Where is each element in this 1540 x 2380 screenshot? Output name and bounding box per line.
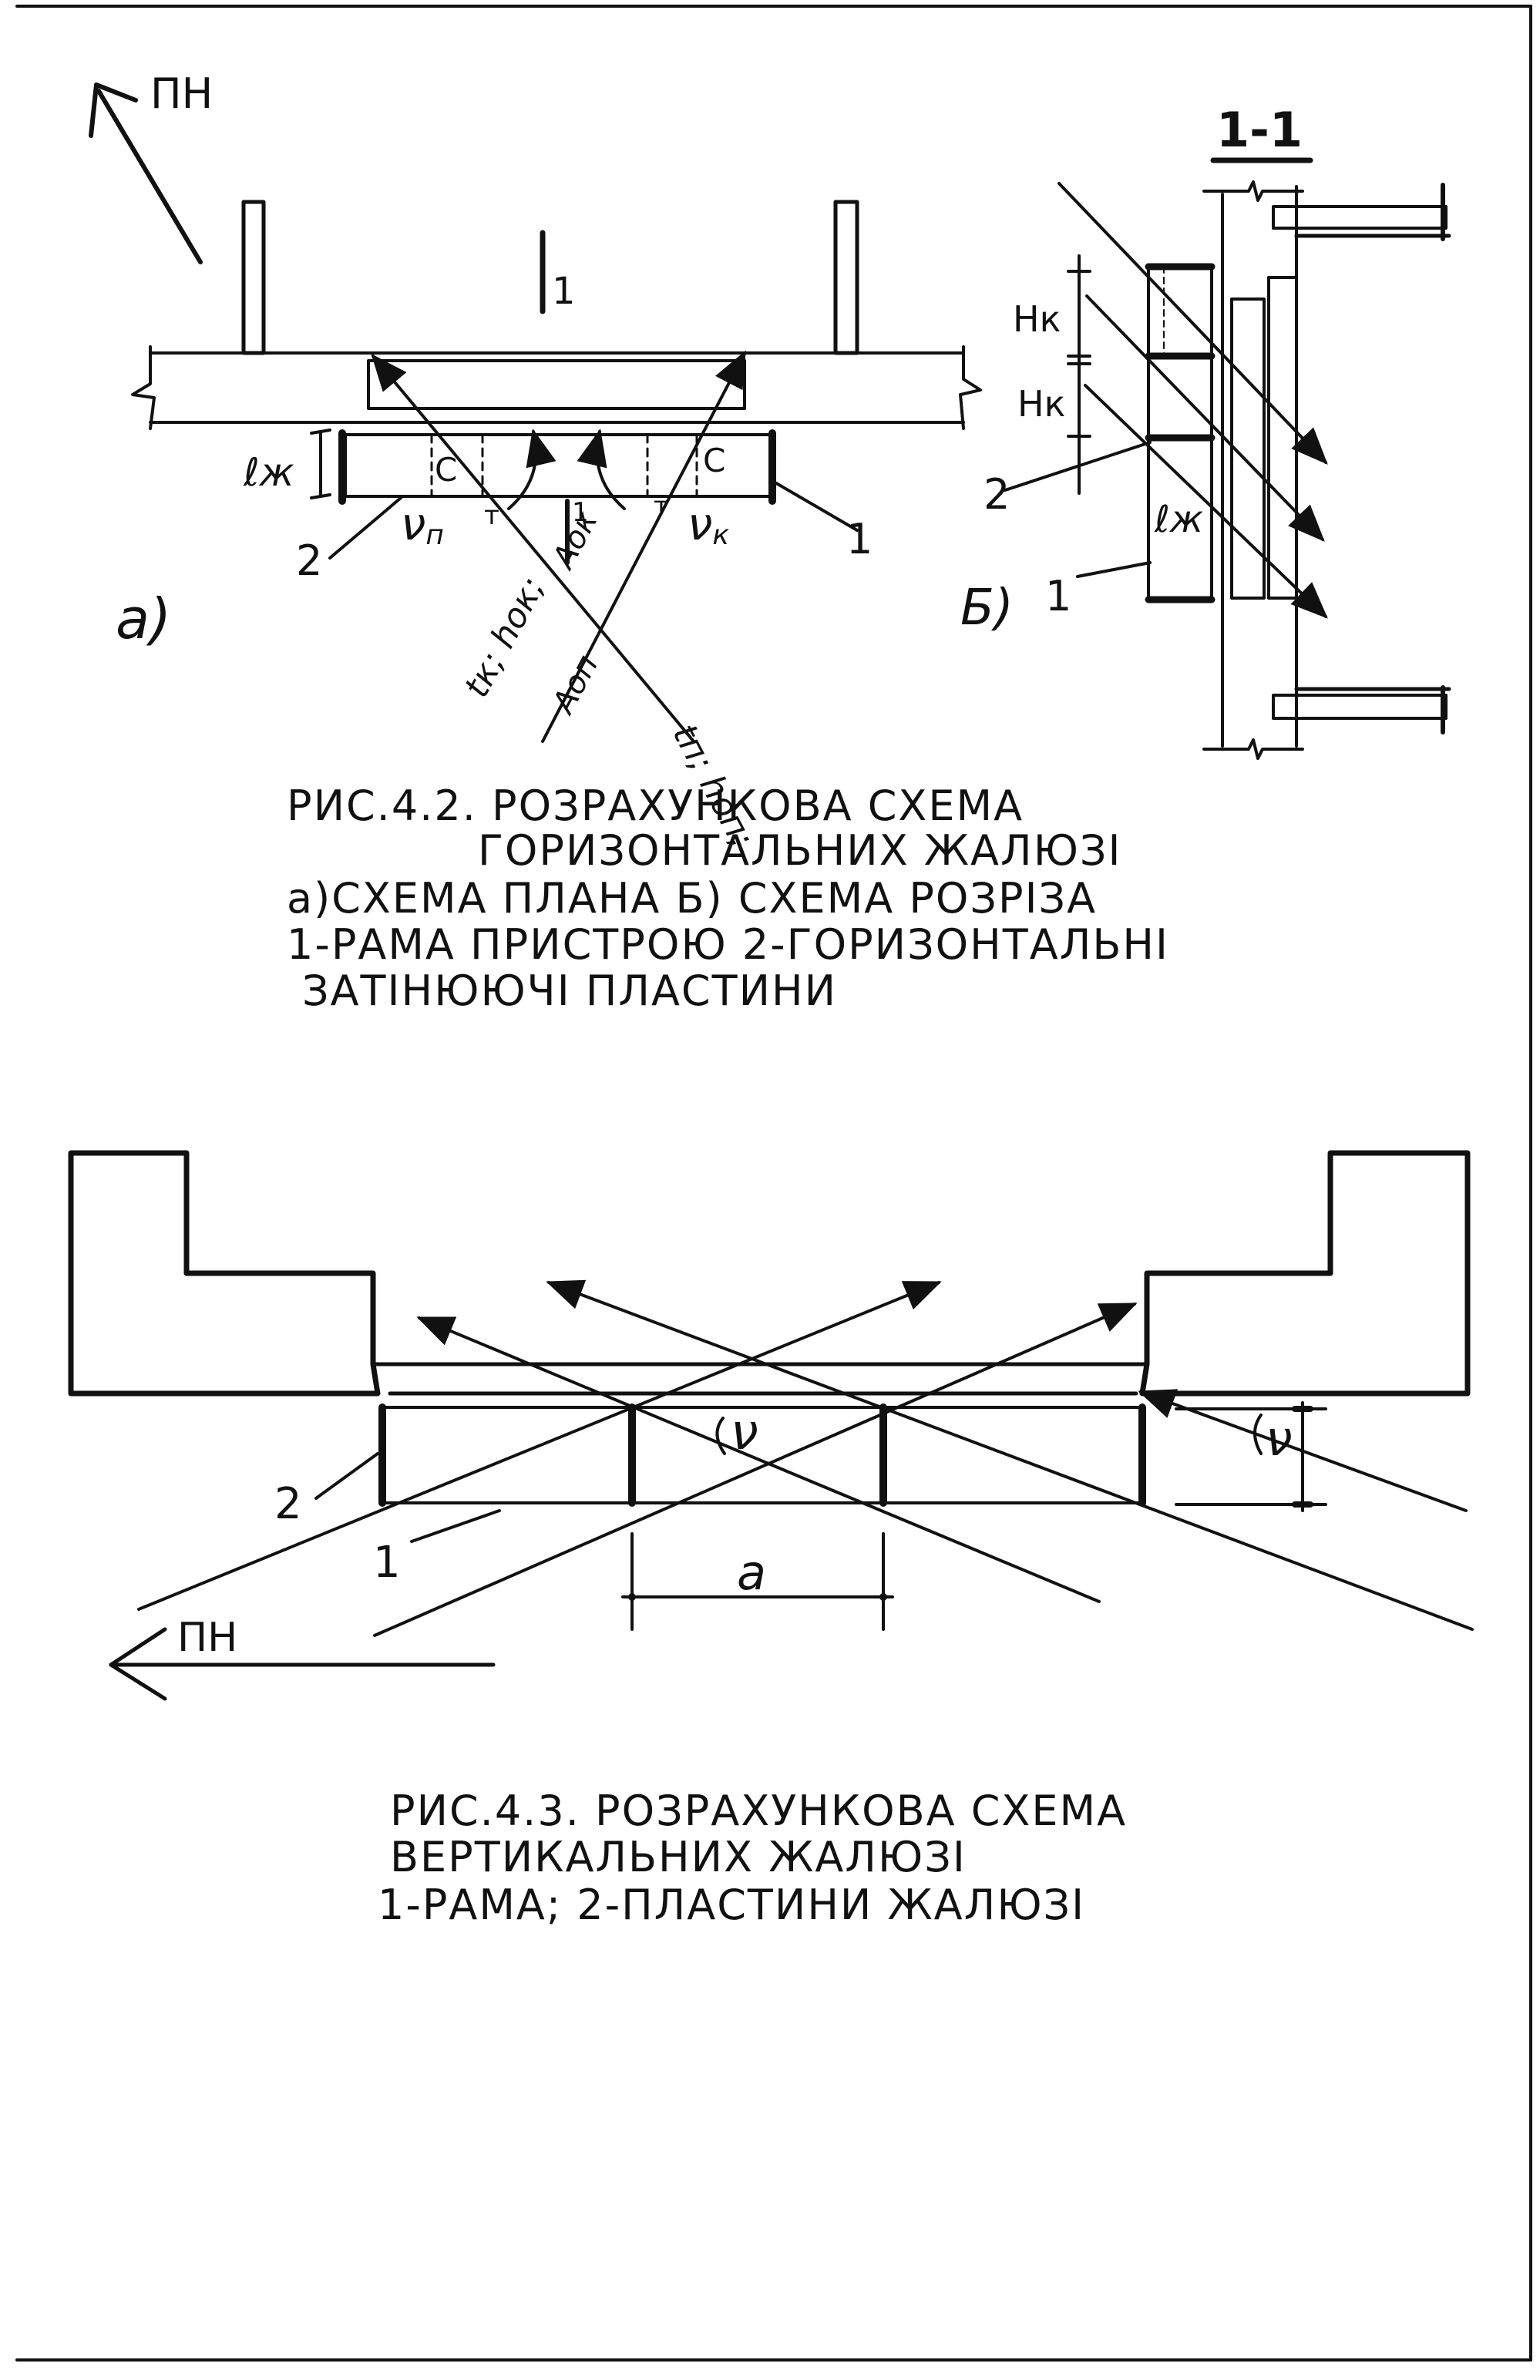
north-label-2: ПН <box>177 1615 237 1661</box>
t-label-left: т <box>484 500 499 531</box>
label-1: 1 <box>846 515 873 563</box>
caption43-line2: ВЕРТИКАЛЬНИХ ЖАЛЮЗІ <box>390 1833 967 1881</box>
lzh-label: ℓж <box>243 450 294 495</box>
caption42-line4: 1-РАМА ПРИСТРОЮ 2-ГОРИЗОНТАЛЬНІ <box>287 920 1169 969</box>
caption42-line3: а)СХЕМА ПЛАНА Б) СХЕМА РОЗРІЗА <box>287 874 1097 923</box>
window-opening <box>367 359 746 410</box>
bottom-slab <box>1272 685 1451 735</box>
label-2: 2 <box>296 536 322 585</box>
c-label-right: С <box>703 442 725 479</box>
ray-left-label: tк; hок; <box>457 570 553 704</box>
caption42-line2: ГОРИЗОНТАЛЬНИХ ЖАЛЮЗІ <box>478 826 1121 875</box>
hk-dimension <box>1067 254 1091 495</box>
fig43-label-1: 1 <box>373 1538 401 1588</box>
section-label-1: 1 <box>1045 572 1071 620</box>
nu-label-2: ν <box>1266 1410 1293 1467</box>
vk-label: νк <box>688 498 729 551</box>
part-a-label: а) <box>116 587 171 651</box>
fig43-walls <box>68 1150 1471 1397</box>
part-b-label: Б) <box>960 580 1014 637</box>
fig43-plan: ν ν а 2 1 ПН <box>68 1150 1474 1701</box>
nu-label-1: ν <box>731 1404 758 1461</box>
fig43-angle-dim <box>1175 1401 1327 1512</box>
section-lzh-label: ℓж <box>1154 498 1203 541</box>
caption42-line1: РИС.4.2. РОЗРАХУНКОВА СХЕМА <box>287 782 1024 830</box>
fig42-section: 1-1 <box>960 102 1451 760</box>
a-dimension <box>621 1532 894 1631</box>
vp-label: νп <box>401 498 444 551</box>
t-label-right: т <box>654 491 669 522</box>
fig43-leader-1 <box>410 1509 501 1543</box>
caption43-line1: РИС.4.3. РОЗРАХУНКОВА СХЕМА <box>390 1787 1127 1835</box>
leader-2-section <box>1004 441 1152 492</box>
ray-left-label-2: Aоп <box>545 649 606 721</box>
fig43-frame <box>378 1403 1146 1507</box>
section-label-2: 2 <box>984 470 1010 519</box>
fig43-leader-2 <box>314 1452 379 1500</box>
fig43-caption: РИС.4.3. РОЗРАХУНКОВА СХЕМА ВЕРТИКАЛЬНИХ… <box>378 1787 1127 1929</box>
axis-one-label: 1 <box>572 497 589 528</box>
c-label-left: С <box>435 451 457 489</box>
caption42-line5: ЗАТІНЮЮЧІ ПЛАСТИНИ <box>302 966 837 1015</box>
leader-1 <box>771 479 859 532</box>
caption43-line3: 1-РАМА; 2-ПЛАСТИНИ ЖАЛЮЗІ <box>378 1881 1085 1929</box>
section-louvers <box>1145 263 1216 603</box>
fig43-rays <box>137 1279 1474 1637</box>
aok-label: Aок <box>545 506 605 576</box>
fig42-caption: РИС.4.2. РОЗРАХУНКОВА СХЕМА ГОРИЗОНТАЛЬН… <box>287 782 1169 1015</box>
north-arrow-icon <box>89 82 203 264</box>
hk-label-2: Нк <box>1017 383 1065 425</box>
sun-rays <box>371 350 746 743</box>
louver-frame <box>338 429 776 505</box>
angle-arcs <box>507 429 626 510</box>
leader-2 <box>328 496 402 560</box>
lzh-dimension <box>310 429 331 499</box>
plan-walls <box>131 200 982 430</box>
section-rays <box>1057 182 1328 619</box>
north-label: ПН <box>150 69 213 118</box>
page-border <box>15 5 1532 2362</box>
a-label: а <box>737 1545 766 1601</box>
section-window <box>1230 298 1266 600</box>
north-arrow-icon-2 <box>109 1627 496 1701</box>
leader-1-section <box>1076 561 1152 578</box>
fig43-label-2: 2 <box>274 1479 302 1529</box>
angle-arc-1 <box>715 1417 726 1455</box>
room-number: 1 <box>552 270 576 313</box>
fig42-plan: ПН ℓж <box>89 69 982 854</box>
section-title: 1-1 <box>1216 102 1303 158</box>
top-slab <box>1272 183 1451 241</box>
hk-label-1: Нк <box>1013 298 1061 340</box>
